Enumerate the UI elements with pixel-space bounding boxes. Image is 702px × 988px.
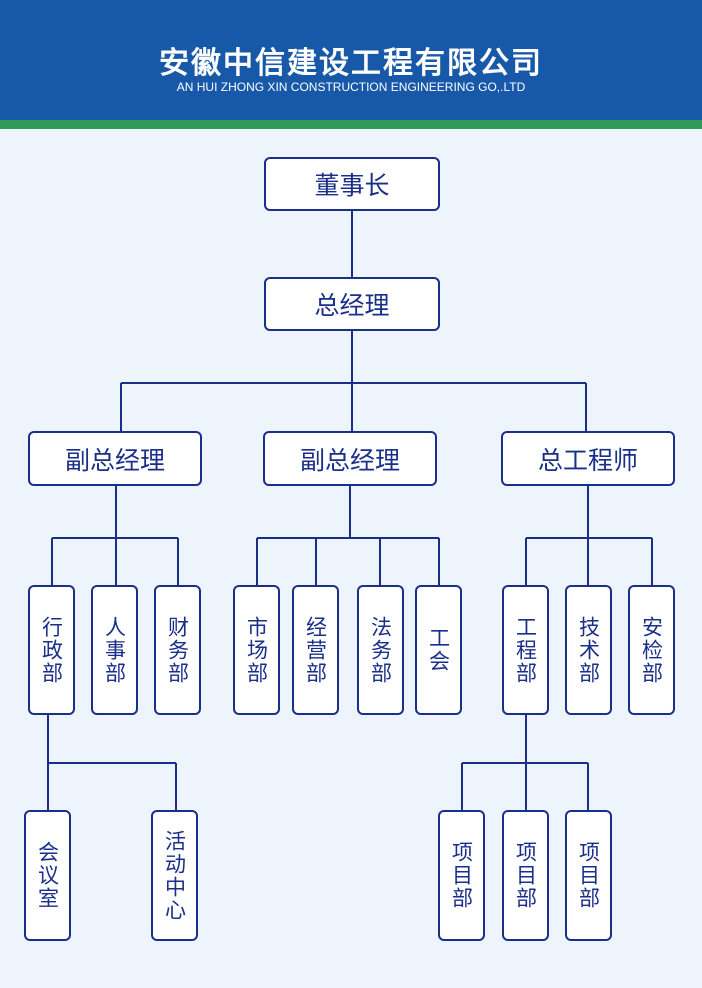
node-safety-dept: 安检部 xyxy=(628,585,675,715)
node-chief-engineer: 总工程师 xyxy=(501,431,675,486)
header-stripe xyxy=(0,120,702,129)
node-meeting-room: 会议室 xyxy=(24,810,71,941)
header-banner xyxy=(0,0,702,120)
node-engineering-dept: 工程部 xyxy=(502,585,549,715)
node-project-dept-1: 项目部 xyxy=(438,810,485,941)
node-operations-dept: 经营部 xyxy=(292,585,339,715)
node-general-manager: 总经理 xyxy=(264,277,440,331)
node-tech-dept: 技术部 xyxy=(565,585,612,715)
node-admin-dept: 行政部 xyxy=(28,585,75,715)
company-subtitle: AN HUI ZHONG XIN CONSTRUCTION ENGINEERIN… xyxy=(176,80,526,94)
node-hr-dept: 人事部 xyxy=(91,585,138,715)
node-deputy-gm-2: 副总经理 xyxy=(263,431,437,486)
company-title: 安徽中信建设工程有限公司 xyxy=(159,46,543,81)
node-activity-center: 活动中心 xyxy=(151,810,198,941)
node-finance-dept: 财务部 xyxy=(154,585,201,715)
node-market-dept: 市场部 xyxy=(233,585,280,715)
node-project-dept-2: 项目部 xyxy=(502,810,549,941)
node-legal-dept: 法务部 xyxy=(357,585,404,715)
node-project-dept-3: 项目部 xyxy=(565,810,612,941)
node-deputy-gm-1: 副总经理 xyxy=(28,431,202,486)
node-chairman: 董事长 xyxy=(264,157,440,211)
node-union: 工会 xyxy=(415,585,462,715)
